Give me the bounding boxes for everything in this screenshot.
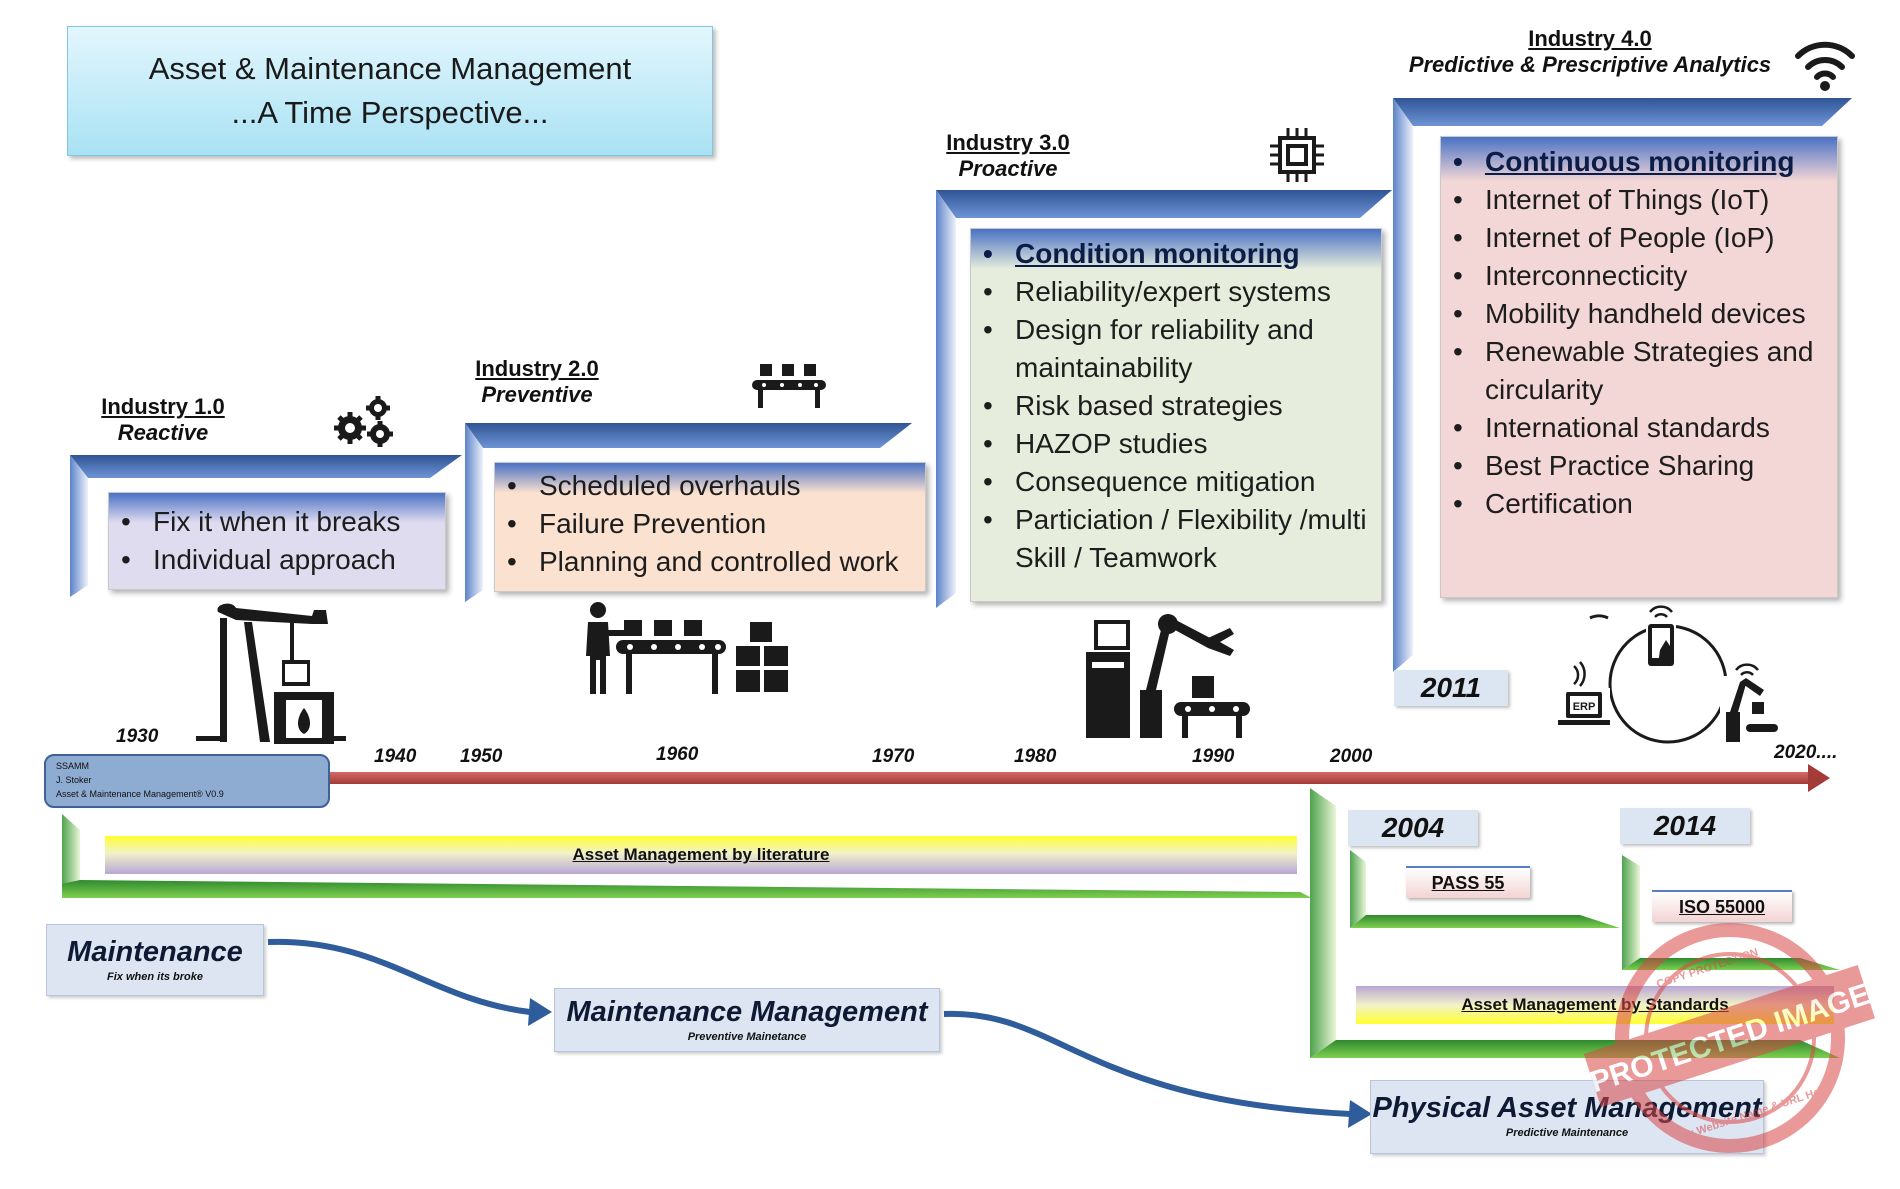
bullet-item: Individual approach bbox=[109, 541, 445, 579]
bullet-item: Renewable Strategies and circularity bbox=[1441, 333, 1837, 409]
year-1960: 1960 bbox=[656, 744, 699, 765]
era-heading-2: Industry 2.0 Preventive bbox=[462, 356, 612, 408]
era-mode: Preventive bbox=[481, 382, 593, 407]
ssamm-line-3: Asset & Maintenance Management® V0.9 bbox=[56, 789, 224, 799]
year-2011-box: 2011 bbox=[1394, 670, 1508, 706]
bullet-item: Fix it when it breaks bbox=[109, 503, 445, 541]
bullet-list: Fix it when it breaks Individual approac… bbox=[109, 493, 445, 579]
era-panel-4: Continuous monitoring Internet of Things… bbox=[1440, 136, 1838, 598]
stage-name: Maintenance bbox=[67, 936, 243, 968]
title-line-1: Asset & Maintenance Management bbox=[148, 51, 632, 86]
stage-name: Physical Asset Management bbox=[1372, 1092, 1762, 1124]
bullet-item: Scheduled overhauls bbox=[495, 467, 925, 505]
bullet-item-highlight: Continuous monitoring bbox=[1441, 143, 1837, 181]
diagram-title: Asset & Maintenance Management ...A Time… bbox=[67, 26, 713, 156]
year-2000: 2000 bbox=[1330, 746, 1373, 767]
arrowhead-1 bbox=[528, 998, 552, 1026]
bullet-item: Planning and controlled work bbox=[495, 543, 925, 581]
era-heading-4: Industry 4.0 Predictive & Prescriptive A… bbox=[1390, 26, 1790, 78]
title-line-2: ...A Time Perspective... bbox=[231, 95, 549, 130]
robot-arm-icon bbox=[1086, 614, 1250, 738]
stage-maintenance: Maintenance Fix when its broke bbox=[46, 924, 264, 996]
ssamm-line-1: SSAMM bbox=[56, 761, 90, 771]
oil-pump-icon bbox=[196, 603, 346, 744]
timeline-arrow bbox=[320, 764, 1830, 792]
iso55000-box: ISO 55000 bbox=[1652, 890, 1792, 922]
standards-band-label: Asset Management by Standards bbox=[1461, 995, 1729, 1014]
bullet-item: Design for reliability and maintainabili… bbox=[971, 311, 1381, 387]
bullet-item: Best Practice Sharing bbox=[1441, 447, 1837, 485]
step-frame-industry-3 bbox=[936, 190, 1392, 608]
bullet-item: HAZOP studies bbox=[971, 425, 1381, 463]
conveyor-icon bbox=[752, 364, 826, 408]
connected-devices-icon: ERP bbox=[1558, 605, 1778, 746]
bullet-list: Condition monitoring Reliability/expert … bbox=[971, 229, 1381, 577]
arrowhead-2 bbox=[1348, 1100, 1372, 1128]
bullet-item: Internet of Things (IoT) bbox=[1441, 181, 1837, 219]
ssamm-credit: SSAMM J. Stoker Asset & Maintenance Mana… bbox=[44, 754, 330, 808]
year-1970: 1970 bbox=[872, 746, 915, 767]
stage-physical-asset-management: Physical Asset Management Predictive Mai… bbox=[1370, 1080, 1764, 1154]
stage-maintenance-management: Maintenance Management Preventive Mainet… bbox=[554, 988, 940, 1052]
year-2014-box: 2014 bbox=[1620, 808, 1750, 844]
bullet-item: Risk based strategies bbox=[971, 387, 1381, 425]
era-name: Industry 3.0 bbox=[946, 130, 1070, 155]
bullet-item: Internet of People (IoP) bbox=[1441, 219, 1837, 257]
microchip-icon bbox=[1270, 128, 1324, 182]
bullet-item: Reliability/expert systems bbox=[971, 273, 1381, 311]
year-1950: 1950 bbox=[460, 746, 503, 767]
pass55-box: PASS 55 bbox=[1406, 866, 1530, 898]
step-frame-industry-2 bbox=[465, 423, 912, 602]
worker-conveyor-icon bbox=[586, 602, 788, 694]
bullet-item: Particiation / Flexibility /multi Skill … bbox=[971, 501, 1381, 577]
progression-arrows bbox=[267, 938, 1351, 1117]
era-heading-3: Industry 3.0 Proactive bbox=[933, 130, 1083, 182]
era-panel-1: Fix it when it breaks Individual approac… bbox=[108, 492, 446, 590]
era-heading-1: Industry 1.0 Reactive bbox=[88, 394, 238, 446]
literature-band-label: Asset Management by literature bbox=[572, 845, 830, 864]
erp-label: ERP bbox=[1573, 701, 1596, 713]
year-2004-box: 2004 bbox=[1348, 810, 1478, 846]
bullet-item: Mobility handheld devices bbox=[1441, 295, 1837, 333]
bullet-item: Certification bbox=[1441, 485, 1837, 523]
stage-subtitle: Fix when its broke bbox=[107, 971, 203, 983]
bullet-item: Consequence mitigation bbox=[971, 463, 1381, 501]
era-panel-2: Scheduled overhauls Failure Prevention P… bbox=[494, 462, 926, 592]
wifi-icon bbox=[1795, 41, 1855, 91]
step-frame-industry-4 bbox=[1393, 98, 1852, 672]
literature-frame bbox=[62, 814, 1312, 898]
stage-subtitle: Predictive Maintenance bbox=[1505, 1127, 1629, 1139]
era-mode: Reactive bbox=[117, 420, 209, 445]
era-panel-3: Condition monitoring Reliability/expert … bbox=[970, 228, 1382, 602]
era-name: Industry 2.0 bbox=[475, 356, 599, 381]
stage-name: Maintenance Management bbox=[566, 996, 928, 1028]
year-1980: 1980 bbox=[1014, 746, 1057, 767]
arrow-management-to-physical bbox=[943, 1010, 1351, 1117]
year-1990: 1990 bbox=[1192, 746, 1235, 767]
bullet-item: Interconnecticity bbox=[1441, 257, 1837, 295]
era-mode: Predictive & Prescriptive Analytics bbox=[1408, 52, 1772, 77]
arrow-maintenance-to-management bbox=[267, 938, 531, 1015]
bullet-list: Scheduled overhauls Failure Prevention P… bbox=[495, 463, 925, 581]
year-2020: 2020.... bbox=[1774, 742, 1838, 763]
bullet-item-highlight: Condition monitoring bbox=[971, 235, 1381, 273]
bullet-item: International standards bbox=[1441, 409, 1837, 447]
pass55-frame bbox=[1350, 850, 1620, 928]
era-name: Industry 1.0 bbox=[101, 394, 225, 419]
year-1940: 1940 bbox=[374, 746, 417, 767]
literature-band bbox=[105, 836, 1297, 874]
era-name: Industry 4.0 bbox=[1528, 26, 1652, 51]
step-frame-industry-1 bbox=[70, 455, 462, 597]
year-1930: 1930 bbox=[116, 726, 159, 747]
gears-icon bbox=[334, 396, 393, 447]
ssamm-line-2: J. Stoker bbox=[56, 775, 92, 785]
bullet-list: Continuous monitoring Internet of Things… bbox=[1441, 137, 1837, 523]
stage-subtitle: Preventive Mainetance bbox=[687, 1031, 807, 1043]
bullet-item: Failure Prevention bbox=[495, 505, 925, 543]
era-mode: Proactive bbox=[958, 156, 1058, 181]
